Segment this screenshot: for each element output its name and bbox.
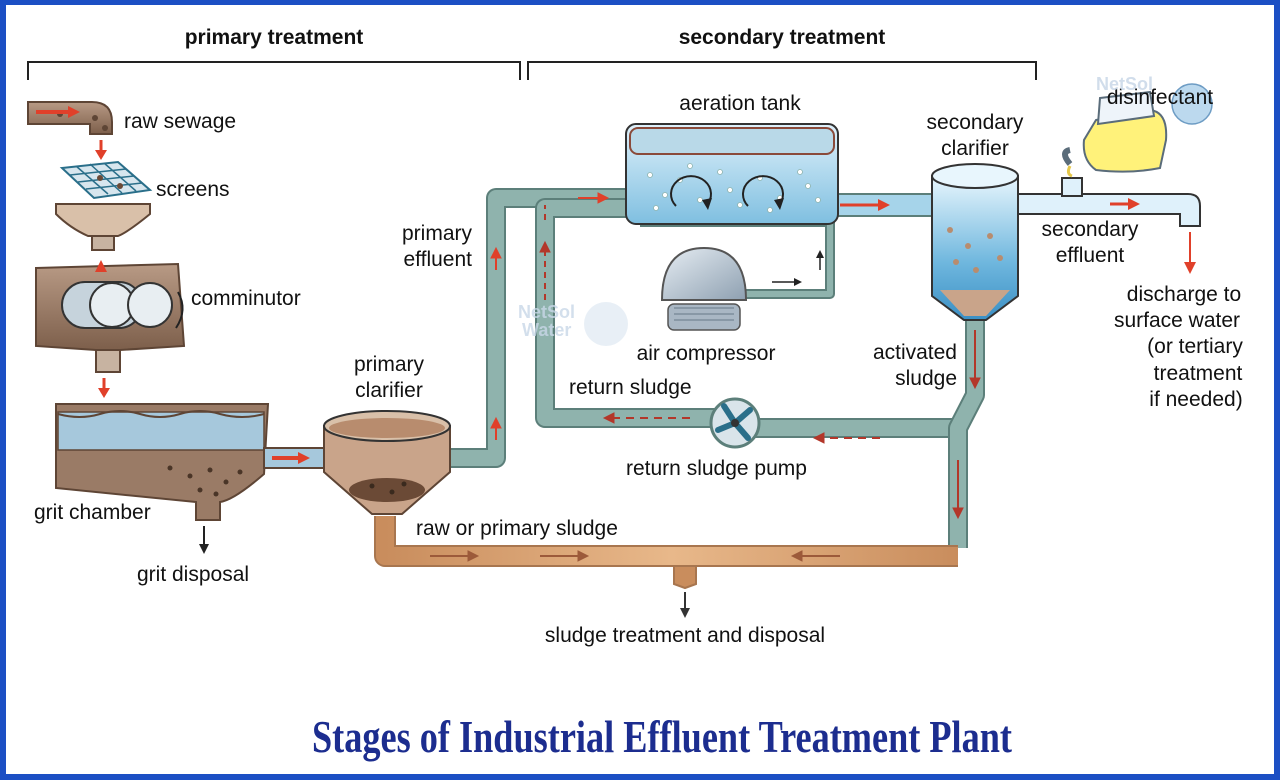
raw-primary-sludge-label: raw or primary sludge (416, 517, 618, 540)
disinfectant-label: disinfectant (1107, 86, 1213, 109)
disinfectant-jug-icon (1062, 83, 1213, 178)
grit-chamber (55, 403, 270, 521)
primary-clarifier-label-1: primary (354, 353, 425, 376)
discharge-label-2: surface water (1114, 309, 1240, 332)
sludge-disposal-arrow-head (680, 608, 690, 618)
grit-chamber-label: grit chamber (34, 501, 151, 524)
discharge-label-3: (or tertiary (1147, 335, 1243, 358)
secondary-clarifier (931, 163, 1019, 321)
return-flow-arrows (539, 205, 981, 520)
secondary-bracket (527, 61, 1037, 80)
aeration-tank-label: aeration tank (679, 92, 801, 115)
discharge-label: discharge to surface water (or tertiary … (1114, 283, 1243, 411)
secondary-treatment-header: secondary treatment (679, 26, 886, 49)
return-sludge-label: return sludge (569, 376, 692, 399)
flow-arrow-head (98, 388, 110, 398)
primary-effluent-label-2: effluent (403, 248, 472, 271)
discharge-label-4: treatment (1154, 362, 1243, 385)
svg-text:Water: Water (522, 320, 571, 340)
comminutor (35, 260, 186, 373)
air-compressor-label: air compressor (637, 342, 776, 365)
comminutor-label: comminutor (191, 287, 301, 310)
secondary-clarifier-label-1: secondary (927, 111, 1024, 134)
sludge-pipe-fill (376, 516, 958, 565)
raw-sewage-label: raw sewage (124, 110, 236, 133)
primary-clarifier-label-2: clarifier (355, 379, 423, 402)
activated-sludge-label-2: sludge (895, 367, 957, 390)
screens (55, 160, 153, 251)
primary-effluent-label-1: primary (402, 222, 473, 245)
svg-text:NetSol: NetSol (1096, 74, 1153, 94)
secondary-effluent-label-1: secondary (1042, 218, 1139, 241)
secondary-clarifier-label-2: clarifier (941, 137, 1009, 160)
secondary-effluent-pipe (1017, 177, 1201, 227)
return-sludge-pump-label: return sludge pump (626, 457, 807, 480)
svg-text:NetSol: NetSol (518, 302, 575, 322)
activated-sludge-label-1: activated (873, 341, 957, 364)
raw-sewage-pipe (27, 101, 113, 135)
primary-effluent-flow-arrows (490, 192, 610, 440)
grit-disposal-label: grit disposal (137, 563, 249, 586)
discharge-label-1: discharge to (1127, 283, 1241, 306)
grit-arrow-head (199, 544, 209, 554)
screens-label: screens (156, 178, 230, 201)
watermark-logo: NetSol Water (518, 302, 628, 346)
sludge-drain (673, 565, 697, 590)
primary-treatment-header: primary treatment (185, 26, 364, 49)
return-sludge-pump (709, 397, 761, 449)
sludge-flow-arrows (430, 550, 840, 562)
page-title: Stages of Industrial Effluent Treatment … (312, 711, 1013, 762)
flow-arrow-head (95, 150, 107, 160)
aeration-tank (625, 123, 890, 225)
discharge-label-5: if needed) (1149, 388, 1242, 411)
secondary-effluent-label-2: effluent (1056, 244, 1125, 267)
primary-clarifier (323, 410, 451, 515)
primary-bracket (27, 61, 521, 80)
discharge-arrow-head (1184, 262, 1196, 274)
sludge-treatment-label: sludge treatment and disposal (545, 624, 825, 647)
watermark-logo-top: NetSol (1096, 74, 1153, 94)
air-compressor (660, 246, 824, 331)
grit-to-clarifier-pipe (263, 447, 327, 469)
